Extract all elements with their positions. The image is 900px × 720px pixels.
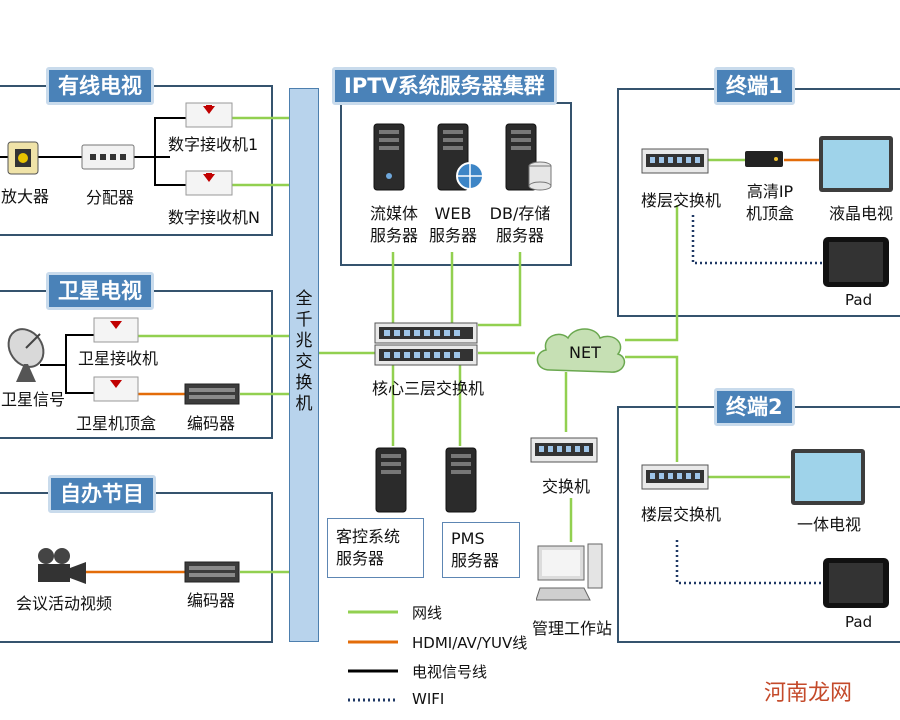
satellite-receiver-icon: [93, 317, 139, 343]
satellite-dish-icon: [7, 328, 45, 382]
gigabit-backbone-switch: 全 千 兆 交 换 机: [289, 88, 319, 642]
pms-server-box: [442, 522, 520, 578]
satellite-encoder-label: 编码器: [187, 414, 236, 433]
t2-floor-switch-label: 楼层交换机: [641, 505, 722, 524]
legend-wifi-label: WIFI: [412, 690, 445, 708]
internet-cloud-icon: [536, 328, 626, 373]
t2-pad-icon: [823, 558, 889, 608]
meeting-video-label: 会议活动视频: [16, 594, 113, 613]
hd-ip-settop-icon: [745, 151, 783, 167]
guest-control-server-icon: [375, 447, 407, 513]
watermark: 河南龙网: [764, 681, 853, 706]
workstation-icon: [536, 543, 603, 601]
t1-pad-icon: [823, 237, 889, 287]
digital-receiver-1-label: 数字接收机1: [168, 135, 259, 154]
db-storage-server-icon: [505, 123, 552, 191]
lcd-tv-label: 液晶电视: [829, 204, 894, 223]
lcd-tv-icon: [819, 136, 893, 192]
terminal-2-title: 终端2: [714, 388, 795, 426]
self-encoder-icon: [184, 561, 240, 583]
legend-network-label: 网线: [412, 604, 443, 622]
net-label: NET: [569, 343, 601, 362]
core-switch-icon: [374, 322, 478, 366]
t2-pad-label: Pad: [845, 613, 873, 631]
splitter-label: 分配器: [86, 188, 135, 207]
web-server-icon: [437, 123, 484, 191]
t2-floor-switch-icon: [641, 464, 709, 490]
iptv-cluster-title: IPTV系统服务器集群: [332, 67, 557, 105]
digital-receiver-n-label: 数字接收机N: [168, 208, 260, 227]
streaming-server-icon: [373, 123, 405, 191]
t1-pad-label: Pad: [845, 291, 873, 309]
t1-floor-switch-icon: [641, 148, 709, 174]
db-storage-server-label: DB/存储服务器: [489, 204, 551, 245]
legend-hdmi-label: HDMI/AV/YUV线: [412, 634, 528, 652]
legend-tv-signal-label: 电视信号线: [412, 663, 488, 681]
terminal-1-title: 终端1: [714, 67, 795, 105]
video-camera-icon: [38, 548, 86, 584]
satellite-signal-label: 卫星信号: [1, 390, 66, 409]
workstation-label: 管理工作站: [532, 619, 613, 638]
satellite-receiver-label: 卫星接收机: [78, 349, 159, 368]
guest-control-server-box: [327, 518, 424, 578]
satellite-settop-icon: [93, 376, 139, 402]
self-program-title: 自办节目: [48, 475, 156, 513]
aio-tv-icon: [791, 449, 865, 505]
backbone-label: 全 千 兆 交 换 机: [295, 289, 313, 414]
digital-receiver-n-icon: [185, 170, 233, 196]
satellite-encoder-icon: [184, 383, 240, 405]
cable-tv-title: 有线电视: [46, 67, 154, 105]
satellite-tv-title: 卫星电视: [46, 272, 154, 310]
core-switch-label: 核心三层交换机: [372, 379, 485, 398]
self-encoder-label: 编码器: [187, 591, 236, 610]
access-switch-label: 交换机: [542, 477, 591, 496]
streaming-server-label: 流媒体服务器: [369, 204, 418, 245]
amplifier-label: 放大器: [1, 187, 50, 206]
aio-tv-label: 一体电视: [797, 515, 862, 534]
pms-server-icon: [445, 447, 477, 513]
guest-control-server-label: 客控系统服务器: [336, 527, 401, 568]
t1-floor-switch-label: 楼层交换机: [641, 191, 722, 210]
amplifier-icon: [7, 141, 39, 175]
satellite-settop-label: 卫星机顶盒: [76, 414, 157, 433]
digital-receiver-1-icon: [185, 102, 233, 128]
access-switch-icon: [530, 437, 598, 463]
splitter-icon: [81, 144, 135, 170]
